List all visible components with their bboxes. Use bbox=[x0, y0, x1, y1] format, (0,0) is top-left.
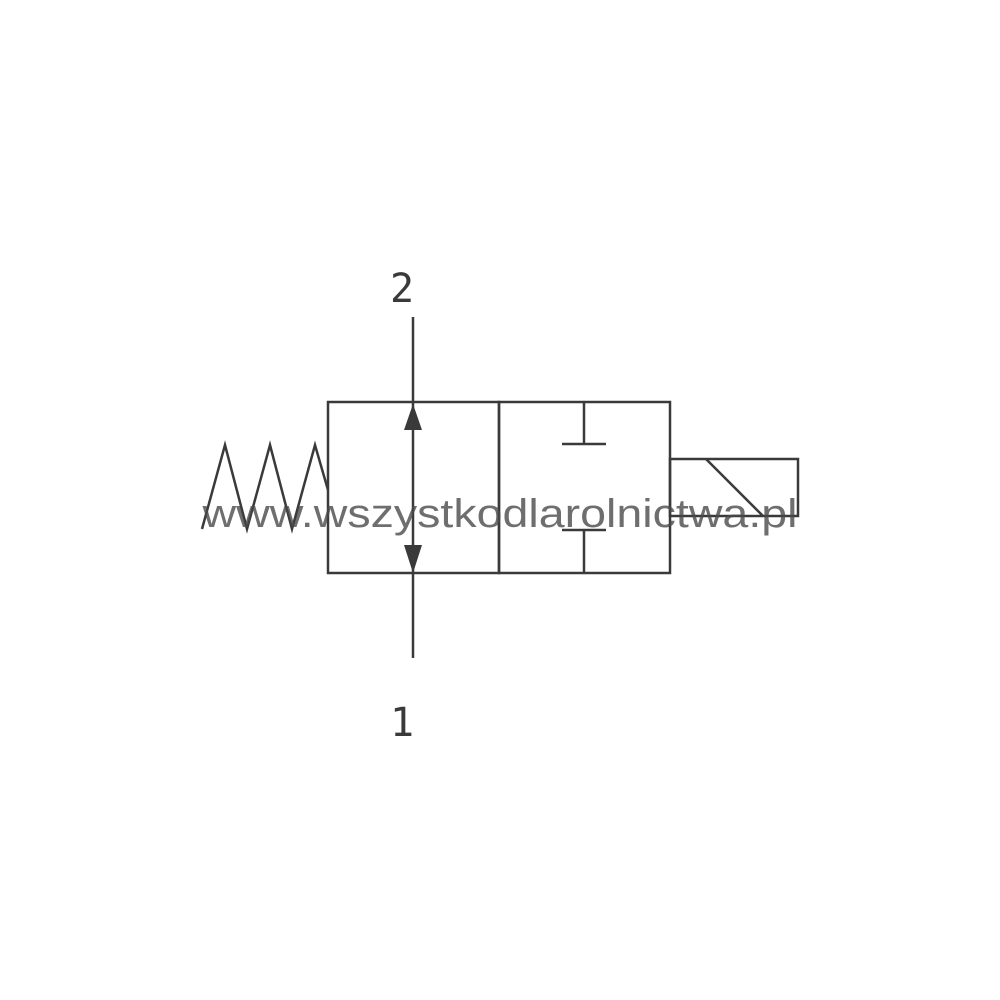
closed-port-top bbox=[562, 402, 606, 446]
closed-port-bottom bbox=[562, 528, 606, 573]
port-label-1: 1 bbox=[390, 700, 414, 746]
watermark-text: www.wszystkodlarolnictwa.pl bbox=[201, 492, 797, 536]
arrow-down-icon bbox=[404, 545, 422, 573]
arrow-up-icon bbox=[404, 404, 422, 430]
port-label-2: 2 bbox=[390, 266, 414, 312]
solenoid-actuator bbox=[668, 457, 800, 518]
spring-symbol bbox=[200, 440, 330, 534]
